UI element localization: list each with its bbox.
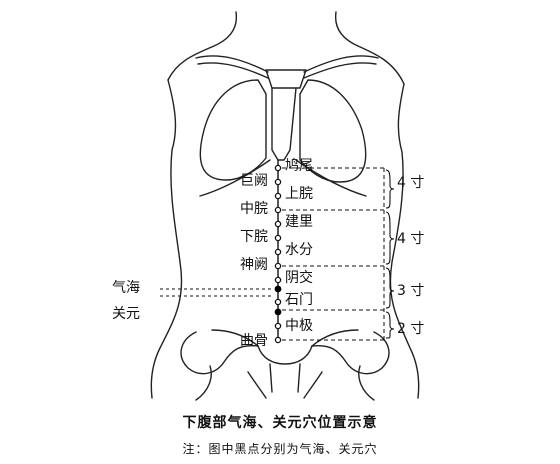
measure-label-upper: 4 寸 — [397, 175, 425, 191]
point-zhongji — [274, 322, 282, 330]
neck-outline-right — [334, 11, 405, 85]
brace-lower — [385, 267, 395, 309]
left-lung — [199, 79, 267, 181]
left-ilium — [180, 331, 259, 375]
label-guanyuan: 关元 — [112, 306, 140, 322]
label-jiuwei: 鸠尾 — [285, 158, 313, 174]
right-lung — [299, 79, 367, 183]
body-right-side — [389, 83, 420, 399]
left-clavicle — [195, 55, 269, 73]
label-shenque: 神阙 — [240, 257, 268, 273]
point-jiuwei — [274, 164, 282, 172]
label-shangwan: 上脘 — [285, 186, 313, 202]
point-shangwan — [274, 192, 282, 200]
brace-upper — [385, 169, 395, 209]
right-costal-margin — [295, 159, 367, 197]
sternum — [271, 87, 297, 161]
pubic-bone — [257, 345, 313, 365]
point-jianli — [274, 220, 282, 228]
brace-middle — [385, 211, 395, 265]
label-qugu: 曲骨 — [240, 333, 268, 349]
point-zhongwan — [274, 206, 282, 214]
measure-label-lower: 3 寸 — [397, 283, 425, 299]
caption-title: 下腹部气海、关元穴位置示意 — [182, 415, 378, 431]
point-shimen — [274, 298, 282, 306]
point-yinjiao — [274, 276, 282, 284]
label-zhongwan: 中脘 — [240, 201, 268, 217]
caption-note: 注：图中黑点分别为气海、关元穴 — [182, 442, 378, 456]
label-zhongji: 中极 — [285, 318, 313, 334]
point-shenque — [274, 262, 282, 270]
point-xiawan — [274, 234, 282, 242]
label-shimen: 石门 — [285, 292, 313, 308]
measure-label-bottom: 2 寸 — [397, 321, 425, 337]
point-juque — [274, 178, 282, 186]
left-costal-margin — [199, 159, 271, 197]
manubrium — [265, 69, 307, 89]
label-juque: 巨阙 — [240, 173, 268, 189]
label-xiawan: 下脘 — [240, 229, 268, 245]
brace-bottom — [385, 311, 395, 339]
point-shuifen — [274, 248, 282, 256]
point-qugu — [274, 336, 282, 344]
point-qihai — [274, 285, 282, 293]
right-ilium — [311, 331, 390, 375]
point-guanyuan — [274, 308, 282, 316]
label-qihai: 气海 — [112, 280, 140, 296]
label-shuifen: 水分 — [285, 242, 313, 258]
body-left-side — [150, 79, 183, 399]
label-jianli: 建里 — [285, 214, 313, 230]
measure-label-middle: 4 寸 — [397, 231, 425, 247]
neck-outline — [167, 11, 238, 81]
label-yinjiao: 阴交 — [285, 270, 313, 286]
right-clavicle — [303, 55, 379, 73]
